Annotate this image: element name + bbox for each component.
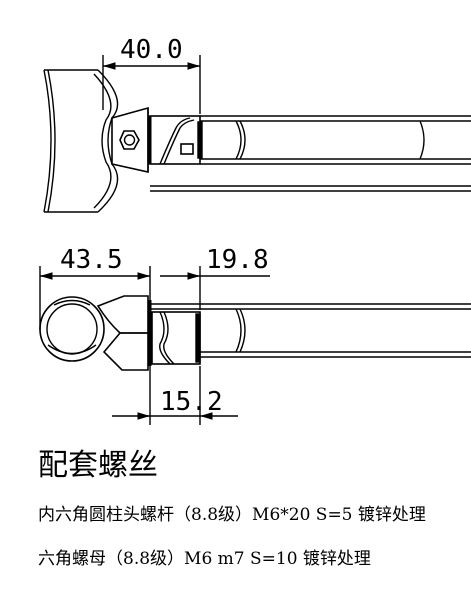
screw-spec-line: 内六角圆柱头螺杆（8.8级）M6*20 S=5 镀锌处理 (38, 505, 426, 525)
bottom-clamp-insert (151, 311, 201, 365)
top-width-dimension: 40.0 (120, 35, 183, 65)
round-tube-section (39, 296, 105, 362)
bottom-bracket-lower (102, 332, 149, 371)
bottom-right-dimension: 19.8 (206, 245, 269, 275)
bottom-lower-dimension: 15.2 (160, 387, 223, 417)
connector-technical-drawing: 40.0 43 (39, 35, 471, 425)
nut-spec-line: 六角螺母（8.8级）M6 m7 S=10 镀锌处理 (38, 549, 371, 569)
bottom-left-dimension: 43.5 (60, 245, 123, 275)
hex-nut (119, 130, 140, 150)
screw-kit-title: 配套螺丝 (38, 448, 158, 483)
top-view (43, 55, 471, 213)
top-tube-bulge (97, 69, 119, 213)
bottom-bracket-upper (96, 295, 149, 334)
top-bracket (111, 106, 149, 173)
bottom-view (39, 266, 471, 425)
top-tube-body (43, 69, 52, 213)
